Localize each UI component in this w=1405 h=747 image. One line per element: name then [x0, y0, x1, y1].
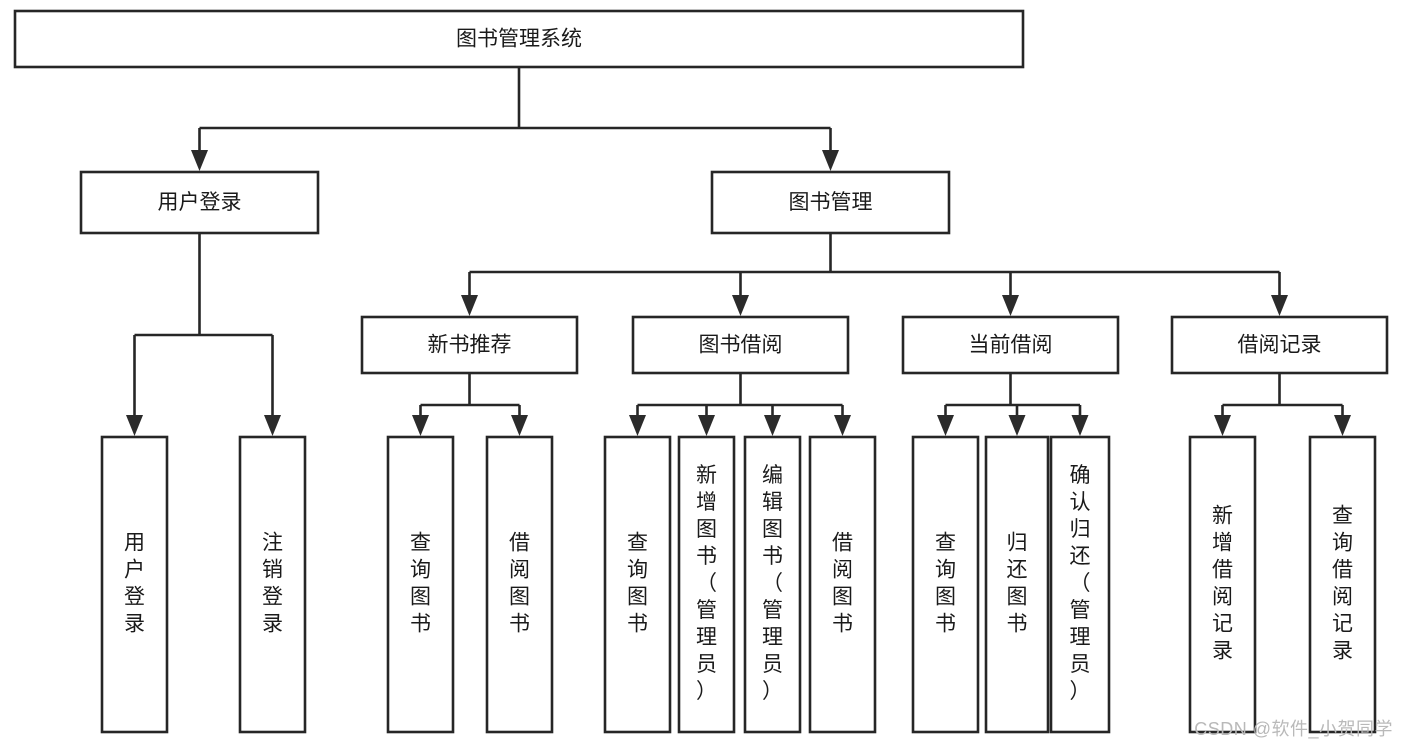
node-box[interactable] — [710, 170, 951, 235]
node-book-manage[interactable]: 图书管理 — [710, 170, 951, 235]
node-box[interactable] — [1049, 435, 1111, 734]
node-leaf-borrow-book-2[interactable]: 借阅图书 — [808, 435, 877, 734]
node-box[interactable] — [485, 435, 554, 734]
arrow-head-icon — [126, 415, 143, 436]
node-label: 用户登录 — [158, 191, 242, 214]
arrow-head-icon — [834, 415, 851, 436]
node-user-login[interactable]: 用户登录 — [79, 170, 320, 235]
node-current-borrow[interactable]: 当前借阅 — [901, 315, 1120, 375]
watermark-label: CSDN @软件_小贺同学 — [1194, 719, 1393, 739]
node-label: 查询图书 — [410, 532, 431, 636]
node-label: 借阅记录 — [1238, 334, 1322, 357]
node-box[interactable] — [631, 315, 850, 375]
node-label: 确认归还（管理员） — [1070, 464, 1091, 703]
arrow-head-icon — [1214, 415, 1231, 436]
node-label: 编辑图书（管理员） — [762, 464, 783, 703]
arrow-head-icon — [1002, 295, 1019, 316]
node-leaf-query-book-3[interactable]: 查询图书 — [911, 435, 980, 734]
node-box[interactable] — [984, 435, 1050, 734]
node-box[interactable] — [911, 435, 980, 734]
arrow-head-icon — [937, 415, 954, 436]
arrow-head-icon — [764, 415, 781, 436]
node-label: 用户登录 — [124, 532, 145, 636]
node-borrow-record[interactable]: 借阅记录 — [1170, 315, 1389, 375]
arrow-head-icon — [1008, 415, 1026, 436]
node-box[interactable] — [603, 435, 672, 734]
arrow-head-icon — [698, 415, 715, 436]
node-leaf-query-record[interactable]: 查询借阅记录 — [1308, 435, 1377, 734]
arrow-head-icon — [1071, 415, 1089, 436]
node-box[interactable] — [100, 435, 169, 734]
arrow-head-icon — [822, 150, 839, 171]
node-label: 图书管理 — [789, 191, 873, 214]
node-box[interactable] — [238, 435, 307, 734]
node-label: 查询借阅记录 — [1332, 505, 1353, 663]
node-label: 图书管理系统 — [456, 28, 582, 51]
node-box[interactable] — [1188, 435, 1257, 734]
node-label: 查询图书 — [935, 532, 956, 636]
edges-layer — [126, 67, 1351, 436]
node-leaf-logout[interactable]: 注销登录 — [238, 435, 307, 734]
node-box[interactable] — [360, 315, 579, 375]
arrow-head-icon — [629, 415, 646, 436]
node-leaf-add-record[interactable]: 新增借阅记录 — [1188, 435, 1257, 734]
node-box[interactable] — [808, 435, 877, 734]
node-box[interactable] — [386, 435, 455, 734]
node-box[interactable] — [1170, 315, 1389, 375]
node-label: 注销登录 — [262, 532, 283, 636]
arrow-head-icon — [191, 150, 208, 171]
arrow-head-icon — [412, 415, 429, 436]
node-leaf-edit-book[interactable]: 编辑图书（管理员） — [743, 435, 802, 734]
node-box[interactable] — [901, 315, 1120, 375]
node-box[interactable] — [677, 435, 736, 734]
arrow-head-icon — [461, 295, 478, 316]
node-label: 新增图书（管理员） — [696, 464, 717, 703]
node-box[interactable] — [743, 435, 802, 734]
node-leaf-query-book-2[interactable]: 查询图书 — [603, 435, 672, 734]
node-box[interactable] — [13, 9, 1025, 69]
node-label: 查询图书 — [627, 532, 648, 636]
node-new-book-rec[interactable]: 新书推荐 — [360, 315, 579, 375]
node-root[interactable]: 图书管理系统 — [13, 9, 1025, 69]
node-book-borrow[interactable]: 图书借阅 — [631, 315, 850, 375]
node-leaf-user-login[interactable]: 用户登录 — [100, 435, 169, 734]
node-label: 归还图书 — [1007, 532, 1028, 636]
arrow-head-icon — [511, 415, 528, 436]
arrow-head-icon — [732, 295, 749, 316]
node-leaf-add-book[interactable]: 新增图书（管理员） — [677, 435, 736, 734]
arrow-head-icon — [1271, 295, 1288, 316]
arrow-head-icon — [264, 415, 281, 436]
node-label: 新书推荐 — [428, 334, 512, 357]
node-leaf-borrow-book-1[interactable]: 借阅图书 — [485, 435, 554, 734]
node-box[interactable] — [1308, 435, 1377, 734]
node-leaf-query-book-1[interactable]: 查询图书 — [386, 435, 455, 734]
node-leaf-confirm-return[interactable]: 确认归还（管理员） — [1049, 435, 1111, 734]
node-label: 新增借阅记录 — [1212, 505, 1233, 663]
node-label: 图书借阅 — [699, 334, 783, 357]
node-leaf-return-book[interactable]: 归还图书 — [984, 435, 1050, 734]
node-label: 借阅图书 — [832, 532, 853, 636]
node-box[interactable] — [79, 170, 320, 235]
node-label: 借阅图书 — [509, 532, 530, 636]
node-label: 当前借阅 — [969, 334, 1053, 357]
nodes-layer: 图书管理系统用户登录图书管理新书推荐图书借阅当前借阅借阅记录用户登录注销登录查询… — [13, 9, 1389, 734]
arrow-head-icon — [1334, 415, 1351, 436]
